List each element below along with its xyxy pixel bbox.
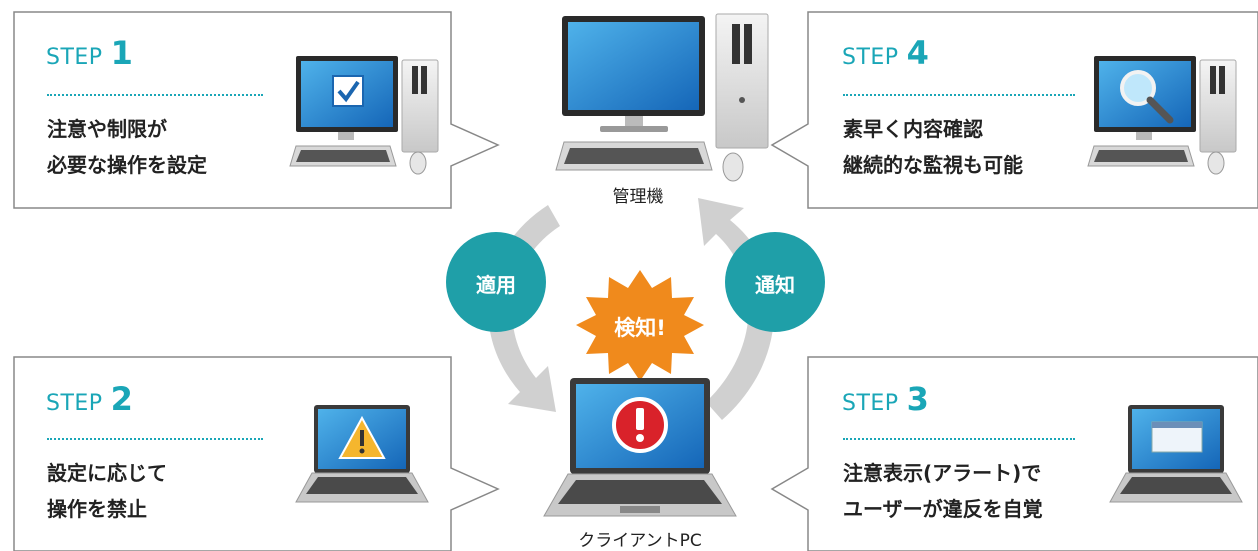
step2-heading: STEP 2: [46, 380, 133, 418]
step4-line2: 継続的な監視も可能: [843, 153, 1023, 177]
step1-pc-checkmark: [289, 56, 439, 175]
step1-prefix: STEP: [46, 45, 103, 70]
step1-number: 1: [110, 34, 134, 72]
step1-divider: [47, 94, 263, 96]
step3-line2: ユーザーが違反を自覚: [843, 497, 1043, 521]
step1-heading: STEP 1: [46, 34, 133, 72]
step4-line1: 素早く内容確認: [843, 117, 983, 141]
step1-description: 注意や制限が 必要な操作を設定: [47, 111, 207, 183]
step3-laptop-alert: [1109, 405, 1243, 503]
notify-bubble: [725, 232, 825, 332]
step1-line1: 注意や制限が: [47, 117, 167, 141]
detect-burst: [576, 270, 704, 381]
step1-line2: 必要な操作を設定: [47, 153, 207, 177]
apply-bubble: [446, 232, 546, 332]
apply-label: 適用: [476, 273, 516, 297]
step3-number: 3: [906, 380, 930, 418]
step4-pc-magnifier: [1087, 56, 1237, 175]
client-label: クライアントPC: [578, 531, 702, 551]
client-laptop: [543, 378, 737, 517]
step3-description: 注意表示(アラート)で ユーザーが違反を自覚: [843, 455, 1043, 527]
step2-line1: 設定に応じて: [47, 461, 167, 485]
step4-description: 素早く内容確認 継続的な監視も可能: [843, 111, 1023, 183]
step4-prefix: STEP: [842, 45, 899, 70]
detect-label: 検知!: [614, 316, 666, 340]
admin-label: 管理機: [612, 187, 664, 207]
step2-prefix: STEP: [46, 391, 103, 416]
step2-line2: 操作を禁止: [47, 497, 147, 521]
step4-heading: STEP 4: [842, 34, 929, 72]
admin-desktop-pc: [555, 13, 769, 182]
step3-heading: STEP 3: [842, 380, 929, 418]
step2-divider: [47, 438, 263, 440]
step3-divider: [843, 438, 1075, 440]
step3-line1: 注意表示(アラート)で: [843, 461, 1042, 485]
step2-laptop-warning: [295, 405, 429, 503]
notify-label: 通知: [755, 273, 795, 297]
step3-prefix: STEP: [842, 391, 899, 416]
step4-number: 4: [906, 34, 930, 72]
step4-divider: [843, 94, 1075, 96]
step2-number: 2: [110, 380, 134, 418]
step2-description: 設定に応じて 操作を禁止: [47, 455, 167, 527]
